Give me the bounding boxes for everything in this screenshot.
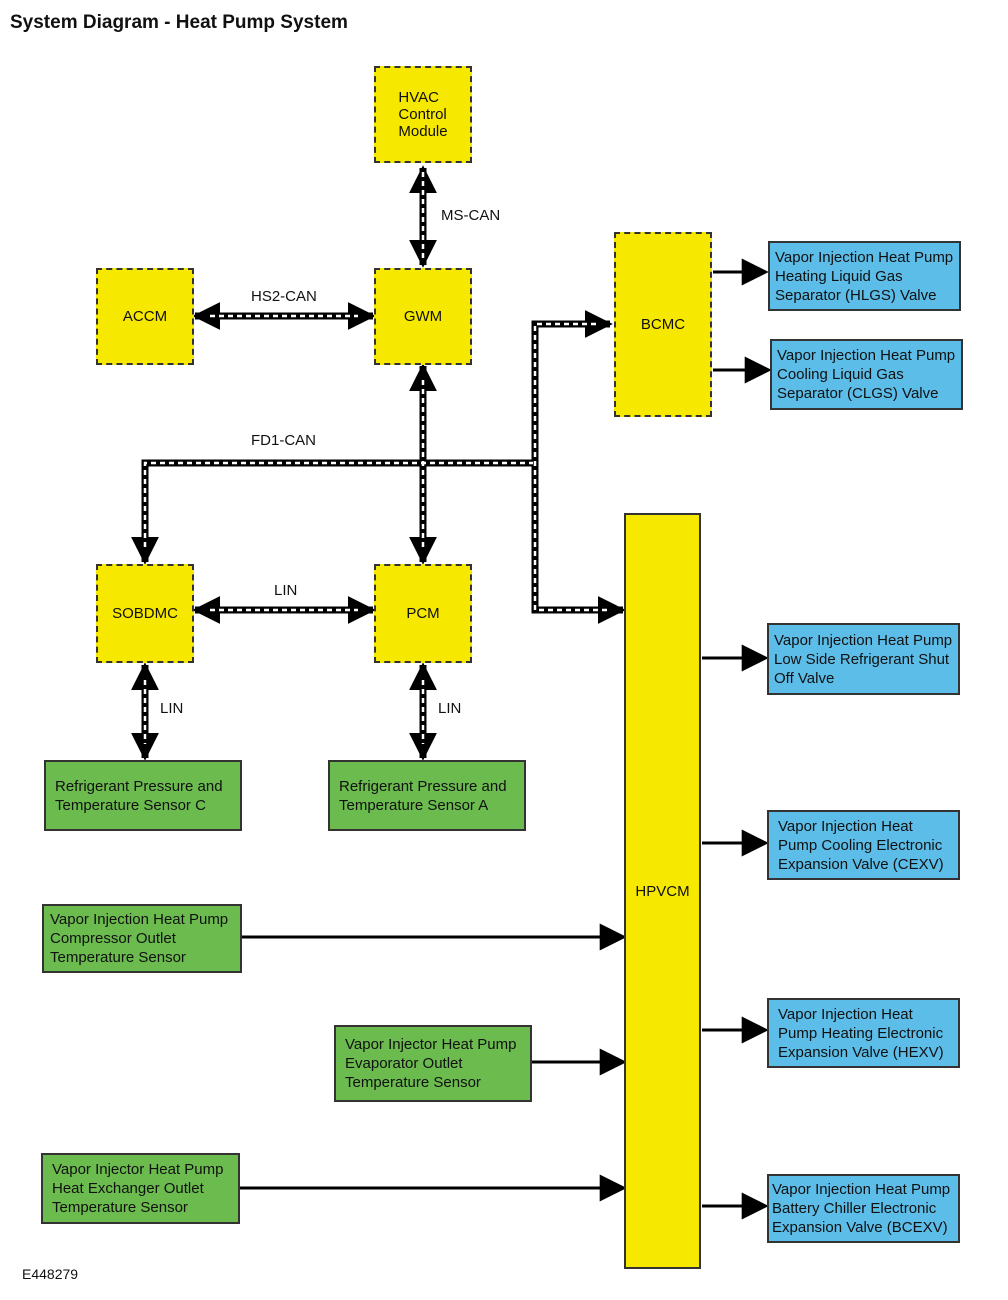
bcexv-valve-label: Vapor Injection Heat Pump Battery Chille… <box>772 1181 951 1236</box>
gwm-label: GWM <box>403 308 443 325</box>
sensor-a-box: Refrigerant Pressure and Temperature Sen… <box>328 760 526 831</box>
hexv-valve-box: Vapor Injection Heat Pump Heating Electr… <box>767 998 960 1068</box>
sensor-a-label: Refrigerant Pressure and Temperature Sen… <box>339 777 507 814</box>
fd1-can-label: FD1-CAN <box>251 432 317 449</box>
hlgs-valve-label: Vapor Injection Heat Pump Heating Liquid… <box>775 248 954 304</box>
cexv-valve-box: Vapor Injection Heat Pump Cooling Electr… <box>767 810 960 880</box>
pcm-label: PCM <box>406 605 440 622</box>
evaporator-outlet-sensor-label: Vapor Injector Heat Pump Evaporator Outl… <box>345 1036 517 1091</box>
gwm-module: GWM <box>374 268 472 365</box>
clgs-valve-box: Vapor Injection Heat Pump Cooling Liquid… <box>770 339 963 410</box>
sobdmc-module: SOBDMC <box>96 564 194 663</box>
bus-fd1-can <box>131 310 626 624</box>
sensor-c-box: Refrigerant Pressure and Temperature Sen… <box>44 760 242 831</box>
accm-module: ACCM <box>96 268 194 365</box>
shutoff-valve-label: Vapor Injection Heat Pump Low Side Refri… <box>774 631 953 687</box>
heat-exchanger-outlet-sensor-box: Vapor Injector Heat Pump Heat Exchanger … <box>41 1153 240 1224</box>
hlgs-valve-box: Vapor Injection Heat Pump Heating Liquid… <box>768 241 961 311</box>
hvac-control-module-label: HVAC Control Module <box>398 89 448 140</box>
hs2-can-label: HS2-CAN <box>251 288 317 305</box>
lin-label-sensor-a: LIN <box>438 700 462 717</box>
page-title: System Diagram - Heat Pump System <box>10 12 348 33</box>
bcmc-module: BCMC <box>614 232 712 417</box>
pcm-module: PCM <box>374 564 472 663</box>
ms-can-label: MS-CAN <box>441 207 501 224</box>
cexv-valve-label: Vapor Injection Heat Pump Cooling Electr… <box>778 817 944 873</box>
hvac-control-module: HVAC Control Module <box>374 66 472 163</box>
lin-label-sensor-c: LIN <box>160 700 184 717</box>
bcexv-valve-box: Vapor Injection Heat Pump Battery Chille… <box>767 1174 960 1243</box>
evaporator-outlet-sensor-box: Vapor Injector Heat Pump Evaporator Outl… <box>334 1025 532 1102</box>
compressor-outlet-sensor-box: Vapor Injection Heat Pump Compressor Out… <box>42 904 242 973</box>
hexv-valve-label: Vapor Injection Heat Pump Heating Electr… <box>778 1005 944 1061</box>
sobdmc-label: SOBDMC <box>112 605 178 622</box>
hpvcm-label: HPVCM <box>635 882 690 900</box>
clgs-valve-label: Vapor Injection Heat Pump Cooling Liquid… <box>777 347 956 402</box>
lin-label-sobdmc-pcm: LIN <box>274 582 298 599</box>
hpvcm-module: HPVCM <box>624 513 701 1269</box>
bcmc-label: BCMC <box>640 316 686 333</box>
sensor-c-label: Refrigerant Pressure and Temperature Sen… <box>55 777 223 814</box>
heat-exchanger-outlet-sensor-label: Vapor Injector Heat Pump Heat Exchanger … <box>52 1161 224 1216</box>
compressor-outlet-sensor-label: Vapor Injection Heat Pump Compressor Out… <box>50 911 229 966</box>
accm-label: ACCM <box>122 308 168 325</box>
figure-reference: E448279 <box>22 1266 79 1282</box>
wires <box>240 258 772 1220</box>
shutoff-valve-box: Vapor Injection Heat Pump Low Side Refri… <box>767 623 960 695</box>
